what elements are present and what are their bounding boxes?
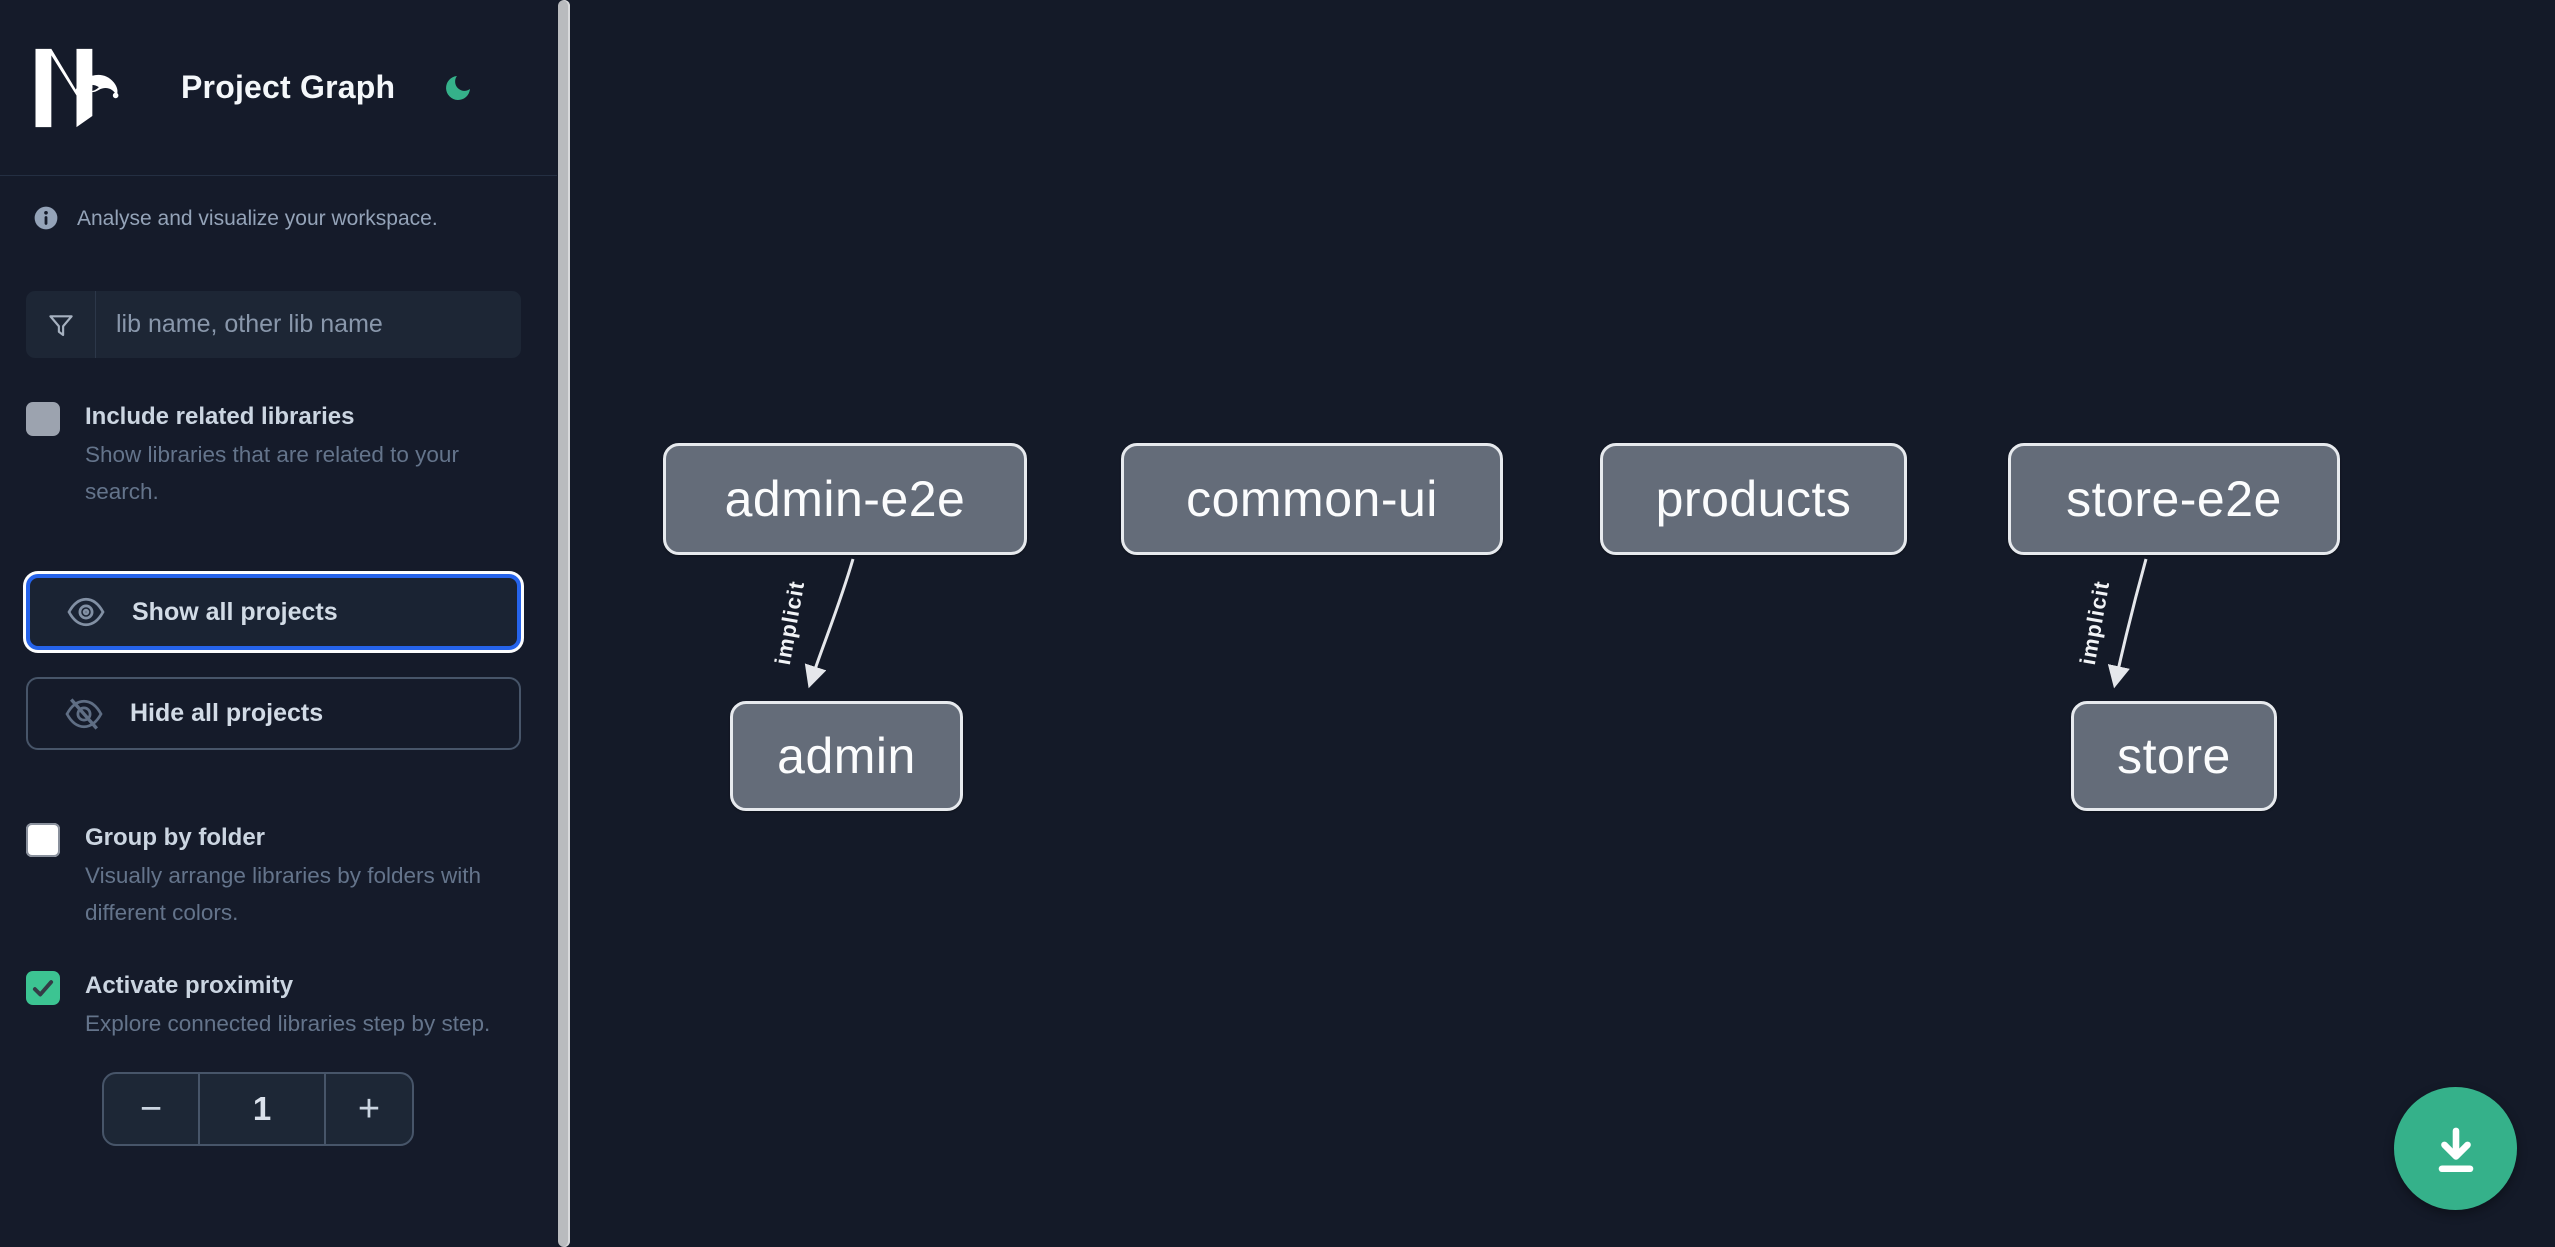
group-by-folder-checkbox[interactable]	[26, 823, 60, 857]
proximity-value: 1	[252, 1090, 272, 1127]
eye-icon	[67, 597, 105, 627]
graph-node-admin[interactable]: admin	[730, 701, 963, 811]
include-related-checkbox[interactable]	[26, 402, 60, 436]
graph-node-admin-e2e[interactable]: admin-e2e	[663, 443, 1027, 555]
activate-proximity-description: Explore connected libraries step by step…	[85, 1011, 491, 1036]
panel-resizer[interactable]	[557, 0, 571, 1247]
info-icon	[34, 206, 58, 230]
proximity-decrement-button[interactable]: −	[104, 1074, 200, 1144]
edge-label: implicit	[770, 579, 809, 667]
toggle-group-by-folder: Group by folder Visually arrange librari…	[26, 821, 521, 931]
edge-label: implicit	[2075, 579, 2114, 667]
graph-node-label: products	[1655, 471, 1852, 527]
panel-resizer-thumb[interactable]	[558, 0, 570, 1247]
hide-all-projects-button[interactable]: Hide all projects	[26, 677, 521, 750]
info-text: Analyse and visualize your workspace.	[77, 207, 438, 230]
checkmark-icon	[32, 980, 54, 997]
include-related-description: Show libraries that are related to your …	[85, 442, 459, 504]
show-all-projects-button[interactable]: Show all projects	[26, 574, 521, 650]
include-related-label[interactable]: Include related libraries	[85, 403, 355, 430]
show-all-projects-label: Show all projects	[132, 597, 338, 626]
group-by-folder-description: Visually arrange libraries by folders wi…	[85, 863, 482, 925]
graph-node-products[interactable]: products	[1600, 443, 1907, 555]
download-icon	[2438, 1127, 2473, 1172]
graph-node-label: store	[2117, 728, 2231, 784]
activate-proximity-checkbox[interactable]	[26, 971, 60, 1005]
graph-edges-layer: implicit implicit	[767, 558, 2148, 689]
sidebar: Project Graph Analyse and visualize your…	[0, 0, 557, 1247]
hide-all-projects-label: Hide all projects	[130, 699, 324, 727]
eye-off-icon	[65, 697, 103, 730]
page-title: Project Graph	[181, 69, 396, 105]
nx-logo	[35, 48, 119, 127]
edge-admin-e2e-admin[interactable]	[804, 558, 855, 689]
graph-node-label: admin	[777, 728, 916, 784]
info-row: Analyse and visualize your workspace.	[26, 205, 521, 233]
proximity-stepper: − 1 +	[102, 1072, 414, 1146]
theme-toggle-button[interactable]	[440, 70, 476, 106]
group-by-folder-label[interactable]: Group by folder	[85, 824, 265, 851]
filter-funnel-icon	[26, 291, 96, 358]
graph-node-label: common-ui	[1186, 471, 1438, 527]
graph-node-store[interactable]: store	[2071, 701, 2277, 811]
graph-node-common-ui[interactable]: common-ui	[1121, 443, 1503, 555]
moon-icon	[446, 75, 471, 100]
download-graph-button[interactable]	[2394, 1087, 2517, 1210]
toggle-activate-proximity: Activate proximity Explore connected lib…	[26, 969, 521, 1042]
sidebar-header: Project Graph	[0, 0, 557, 176]
proximity-increment-button[interactable]: +	[324, 1074, 412, 1144]
graph-node-store-e2e[interactable]: store-e2e	[2008, 443, 2340, 555]
search-bar	[26, 291, 521, 358]
graph-node-label: store-e2e	[2066, 471, 2282, 527]
graph-node-label: admin-e2e	[724, 471, 966, 527]
activate-proximity-label[interactable]: Activate proximity	[85, 972, 294, 999]
search-input[interactable]	[96, 291, 521, 358]
toggle-include-related: Include related libraries Show libraries…	[26, 400, 521, 510]
edge-store-e2e-store[interactable]	[2107, 558, 2148, 689]
sidebar-body: Analyse and visualize your workspace. In…	[0, 205, 557, 1146]
graph-canvas[interactable]: implicit implicit admin-e2e common-ui produ…	[571, 0, 2555, 1247]
